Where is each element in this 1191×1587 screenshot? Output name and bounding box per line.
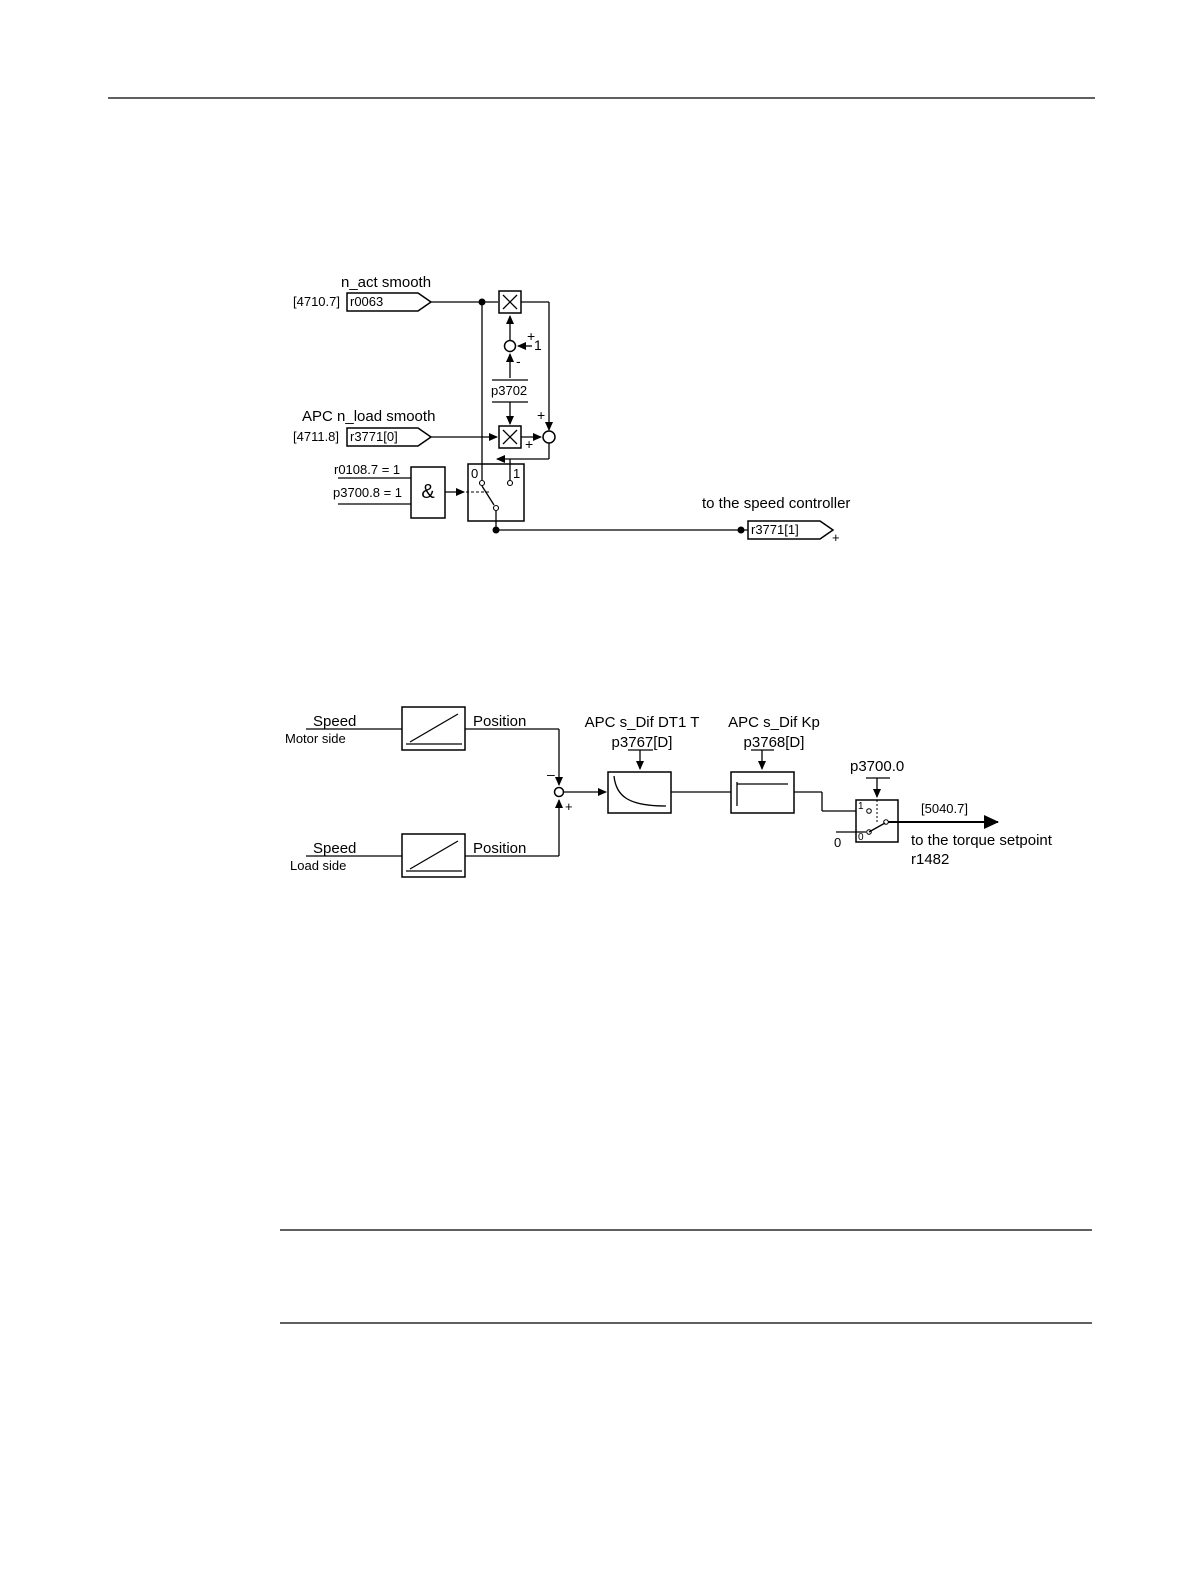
nload-label: APC n_load smooth (302, 408, 435, 425)
output-plus: + (832, 530, 840, 545)
zero-input: 0 (834, 835, 841, 850)
cond2-label: p3700.8 = 1 (333, 485, 402, 500)
speed-actual-diagram: n_act smooth [4710.7] r0063 + 1 - p3702 … (293, 274, 850, 545)
kp-param: p3768[D] (744, 734, 805, 751)
param-p3702: p3702 (491, 383, 527, 398)
output-conn-label: r3771[1] (751, 522, 799, 537)
sum-node-2 (543, 431, 555, 443)
dt1-label: APC s_Dif DT1 T (585, 714, 700, 731)
position-sum-plus: + (565, 799, 573, 814)
position-difference-diagram: Speed Motor side Position Speed Load sid… (285, 707, 1053, 877)
nact-conn-label: r0063 (350, 294, 383, 309)
sum2-plus-bottom: + (525, 436, 533, 452)
and-gate-symbol: & (421, 481, 435, 503)
position-sum-node (555, 788, 564, 797)
nload-conn-label: r3771[0] (350, 429, 398, 444)
sum-node-1 (505, 341, 516, 352)
position-sum-minus: – (547, 766, 555, 782)
motor-speed-label: Speed (313, 713, 356, 730)
kp-label: APC s_Dif Kp (728, 714, 820, 731)
motor-position-label: Position (473, 713, 526, 730)
switch2-one: 1 (858, 801, 864, 812)
speed-controller-label: to the speed controller (702, 495, 850, 512)
nact-ref: [4710.7] (293, 294, 340, 309)
switch-zero: 0 (471, 466, 478, 481)
output-ref: [5040.7] (921, 801, 968, 816)
switch2-zero: 0 (858, 832, 864, 843)
torque-setpoint-label: to the torque setpoint (911, 832, 1053, 849)
sum1-minus: - (516, 353, 521, 369)
sum2-plus-top: + (537, 407, 545, 423)
cond1-label: r0108.7 = 1 (334, 462, 400, 477)
nact-label: n_act smooth (341, 274, 431, 291)
kp-gain-block (731, 772, 794, 813)
load-side-label: Load side (290, 858, 346, 873)
const-one: 1 (534, 337, 542, 353)
torque-setpoint-param: r1482 (911, 851, 949, 868)
motor-side-label: Motor side (285, 731, 346, 746)
load-position-label: Position (473, 840, 526, 857)
nload-ref: [4711.8] (293, 429, 339, 444)
load-speed-label: Speed (313, 840, 356, 857)
switch-param: p3700.0 (850, 758, 904, 775)
switch-one: 1 (513, 466, 520, 481)
dt1-param: p3767[D] (612, 734, 673, 751)
dt1-filter-block (608, 772, 671, 813)
